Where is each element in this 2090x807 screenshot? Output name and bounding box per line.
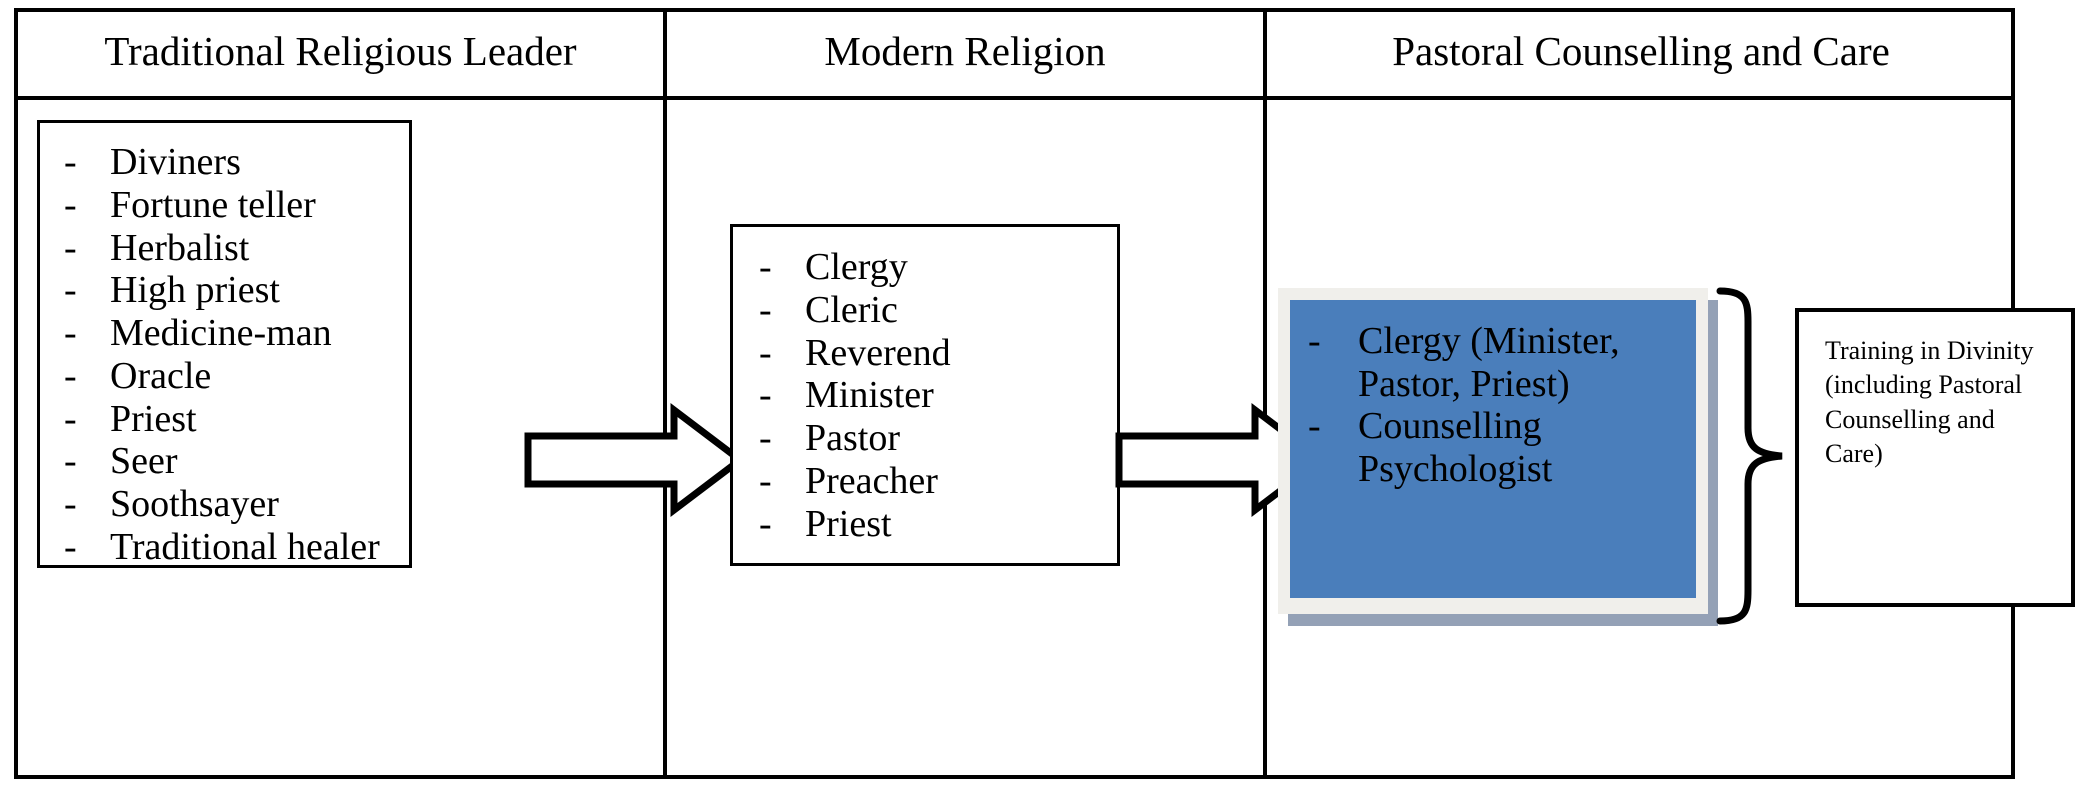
bullet-dash-icon: - xyxy=(759,288,772,331)
list-item: -Preacher xyxy=(759,460,1117,503)
list-item: -Diviners xyxy=(64,141,409,184)
list-item: -Reverend xyxy=(759,332,1117,375)
list-item-label: Diviners xyxy=(110,141,241,183)
table-header-rule xyxy=(14,96,2015,100)
list-item-label: Fortune teller xyxy=(110,183,316,226)
list-item-label: Minister xyxy=(805,374,934,417)
bullet-dash-icon: - xyxy=(759,502,772,545)
list-item-label: Clergy (Minister, Pastor, Priest) xyxy=(1358,320,1620,405)
list-item-label: Cleric xyxy=(805,288,898,331)
list-item-label: Priest xyxy=(805,502,892,545)
list-item-label: Soothsayer xyxy=(110,483,279,525)
bullet-dash-icon: - xyxy=(64,269,77,312)
list-item: -Priest xyxy=(759,503,1117,546)
list-item-label: Counselling Psychologist xyxy=(1358,405,1553,490)
list-item: -Pastor xyxy=(759,417,1117,460)
list-item: -Medicine-man xyxy=(64,312,409,355)
traditional-religious-leader-box: -Diviners -Fortune teller -Herbalist -Hi… xyxy=(37,120,412,568)
list-item: -Herbalist xyxy=(64,227,409,270)
bullet-dash-icon: - xyxy=(64,312,77,354)
pastoral-counselling-box: -Clergy (Minister, Pastor, Priest) -Coun… xyxy=(1290,300,1696,598)
bullet-dash-icon: - xyxy=(64,354,77,397)
list-item: -Seer xyxy=(64,440,409,483)
bullet-dash-icon: - xyxy=(759,459,772,502)
list-item: -Priest xyxy=(64,398,409,441)
arrow-traditional-to-modern-icon xyxy=(524,400,744,520)
list-item: -Fortune teller xyxy=(64,184,409,227)
bullet-dash-icon: - xyxy=(759,246,772,288)
list-item: -High priest xyxy=(64,269,409,312)
column-divider-2 xyxy=(1263,8,1267,779)
list-item-label: Preacher xyxy=(805,459,938,502)
right-curly-brace-icon xyxy=(1712,286,1802,626)
column-header-modern-religion: Modern Religion xyxy=(824,28,1106,75)
list-item-label: Pastor xyxy=(805,417,900,459)
list-item-label: Seer xyxy=(110,440,178,483)
list-item-label: Medicine-man xyxy=(110,312,332,354)
column-divider-1 xyxy=(663,8,667,779)
bullet-dash-icon: - xyxy=(64,483,77,525)
bullet-dash-icon: - xyxy=(759,331,772,374)
training-in-divinity-box: Training in Divinity (including Pastoral… xyxy=(1795,308,2075,607)
list-item-label: Traditional healer xyxy=(110,525,380,568)
traditional-list: -Diviners -Fortune teller -Herbalist -Hi… xyxy=(40,123,409,569)
list-item: -Counselling Psychologist xyxy=(1308,405,1696,490)
bullet-dash-icon: - xyxy=(1308,405,1321,448)
list-item: -Soothsayer xyxy=(64,483,409,526)
bullet-dash-icon: - xyxy=(64,141,77,183)
bullet-dash-icon: - xyxy=(759,417,772,459)
list-item: -Cleric xyxy=(759,289,1117,332)
list-item-label: Oracle xyxy=(110,354,212,397)
bullet-dash-icon: - xyxy=(1308,320,1321,362)
list-item: -Clergy (Minister, Pastor, Priest) xyxy=(1308,320,1696,405)
list-item-label: Clergy xyxy=(805,246,908,288)
bullet-dash-icon: - xyxy=(64,183,77,226)
list-item: -Clergy xyxy=(759,246,1117,289)
list-item: -Traditional healer xyxy=(64,526,409,569)
list-item-label: High priest xyxy=(110,269,280,312)
modern-list: -Clergy -Cleric -Reverend -Minister -Pas… xyxy=(733,227,1117,545)
bullet-dash-icon: - xyxy=(64,440,77,483)
modern-religion-box: -Clergy -Cleric -Reverend -Minister -Pas… xyxy=(730,224,1120,566)
column-header-pastoral-counselling-and-care: Pastoral Counselling and Care xyxy=(1392,28,1890,75)
bullet-dash-icon: - xyxy=(759,374,772,417)
list-item-label: Herbalist xyxy=(110,226,250,269)
bullet-dash-icon: - xyxy=(64,397,77,440)
pastoral-list: -Clergy (Minister, Pastor, Priest) -Coun… xyxy=(1290,300,1696,490)
list-item-label: Priest xyxy=(110,397,197,440)
bullet-dash-icon: - xyxy=(64,525,77,568)
list-item-label: Reverend xyxy=(805,331,951,374)
bullet-dash-icon: - xyxy=(64,226,77,269)
list-item: -Oracle xyxy=(64,355,409,398)
list-item: -Minister xyxy=(759,374,1117,417)
column-header-traditional-religious-leader: Traditional Religious Leader xyxy=(104,28,577,75)
